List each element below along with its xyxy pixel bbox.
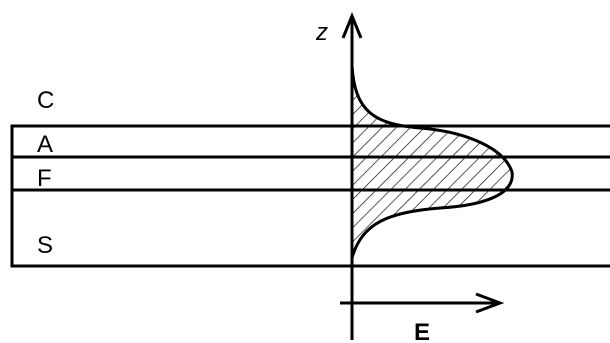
layer-label-a: A: [37, 131, 53, 158]
layer-label-c: C: [37, 87, 54, 114]
z-axis-label: z: [315, 19, 328, 46]
e-axis-arrowhead: [475, 292, 505, 314]
layer-label-f: F: [37, 165, 52, 192]
z-axis-arrowhead: [341, 12, 363, 39]
layer-stack-outline: [10, 124, 610, 268]
field-profile-curve: [350, 65, 514, 259]
e-axis-label: E: [414, 319, 430, 343]
field-profile-hatch: [352, 66, 513, 258]
layer-label-s: S: [37, 232, 53, 259]
